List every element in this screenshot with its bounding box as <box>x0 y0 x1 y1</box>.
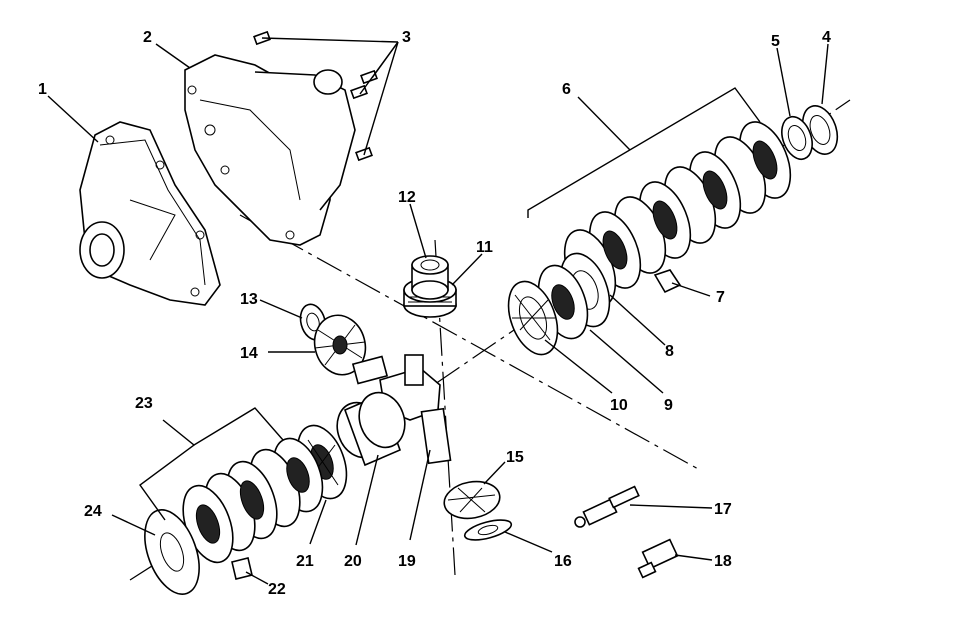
label-9: 9 <box>664 397 673 414</box>
connector-18 <box>637 538 679 579</box>
leader-lines <box>47 37 829 585</box>
pinion-gear-15 <box>443 480 501 520</box>
washer-16 <box>463 519 513 541</box>
gear-10 <box>507 280 559 356</box>
label-1: 1 <box>38 81 47 98</box>
label-11: 11 <box>476 239 493 256</box>
label-22: 22 <box>268 581 286 598</box>
label-20: 20 <box>344 553 362 570</box>
label-24: 24 <box>84 503 102 520</box>
label-16: 16 <box>554 553 572 570</box>
label-18: 18 <box>714 553 732 570</box>
label-19: 19 <box>398 553 416 570</box>
clutch-pack-left <box>182 437 324 564</box>
label-7: 7 <box>716 289 725 306</box>
label-23: 23 <box>135 395 153 412</box>
label-12: 12 <box>398 189 416 206</box>
label-4: 4 <box>822 29 831 46</box>
label-2: 2 <box>143 29 152 46</box>
differential-case <box>184 54 356 246</box>
label-13: 13 <box>240 291 258 308</box>
plug-17 <box>574 485 640 528</box>
differential-cover <box>79 121 221 306</box>
spring-ring-5 <box>781 115 813 161</box>
thrust-washer-24 <box>144 509 200 595</box>
label-21: 21 <box>296 553 314 570</box>
bushing-12 <box>411 255 449 300</box>
sleeve-20 <box>336 391 406 467</box>
guide-clip-22 <box>231 557 253 580</box>
label-10: 10 <box>610 397 628 414</box>
label-17: 17 <box>714 501 732 518</box>
label-8: 8 <box>665 343 674 360</box>
part-labels: 1 2 3 4 5 6 7 8 9 10 11 12 13 14 15 16 1… <box>38 29 831 598</box>
label-15: 15 <box>506 449 524 466</box>
label-14: 14 <box>240 345 258 362</box>
pinion-14 <box>313 314 367 376</box>
label-3: 3 <box>402 29 411 46</box>
label-6: 6 <box>562 81 571 98</box>
label-5: 5 <box>771 33 780 50</box>
guide-clip-7 <box>653 269 682 294</box>
